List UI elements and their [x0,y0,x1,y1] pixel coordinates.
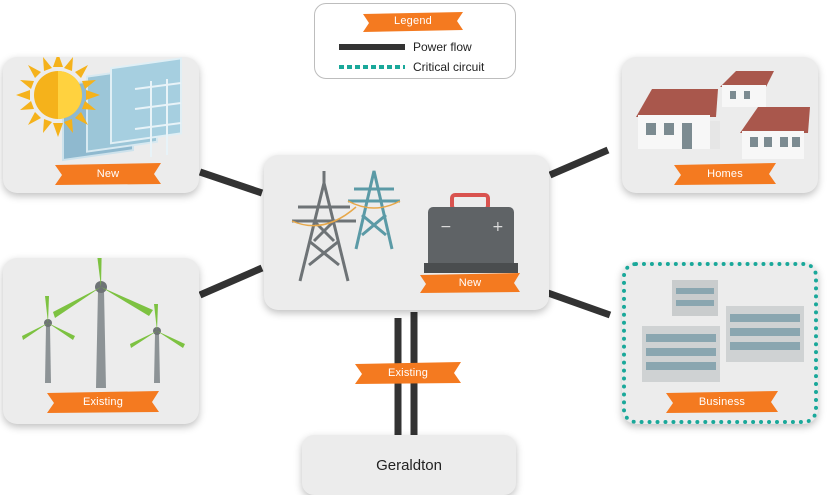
solar-to-hub-connector [198,168,264,197]
svg-text:+: + [492,219,504,235]
business-card: Business [622,262,818,424]
battery-icon: − + [424,193,518,273]
legend: Legend Power flow Critical circuit [314,3,516,79]
hub-to-homes-connector [548,146,610,179]
business-ribbon: Business [666,390,778,414]
sun-icon [16,57,100,137]
homes-ribbon: Homes [674,162,776,186]
homes-label: Homes [707,168,743,180]
geraldton-card: Geraldton [302,435,516,495]
wind-turbine-icon [22,258,185,388]
wind-card: Existing [3,258,199,424]
business-label: Business [698,396,746,408]
legend-ribbon: Legend [363,10,463,32]
legend-critical-circuit-label: Critical circuit [413,60,485,74]
geraldton-label: Geraldton [376,457,442,474]
wind-to-hub-connector [198,264,264,299]
hub-to-business-connector [546,289,612,319]
hub-ribbon: New [420,272,520,294]
wind-status-label: Existing [82,396,124,408]
grid-link-ribbon: Existing [355,361,461,385]
solar-ribbon: New [55,162,161,186]
legend-power-flow-label: Power flow [413,40,472,54]
transmission-tower-icon [291,170,401,282]
wind-ribbon: Existing [47,390,159,414]
grid-link-status-label: Existing [387,367,429,379]
solar-card: New [3,57,199,193]
svg-text:−: − [440,219,452,235]
houses-icon [636,71,810,159]
hub-status-label: New [458,277,482,289]
office-buildings-icon [642,280,804,382]
legend-title: Legend [394,15,432,27]
solar-panel-icon [62,57,182,162]
solar-status-label: New [96,168,120,180]
homes-card: Homes [622,57,818,193]
hub-card: − + New [264,155,549,310]
